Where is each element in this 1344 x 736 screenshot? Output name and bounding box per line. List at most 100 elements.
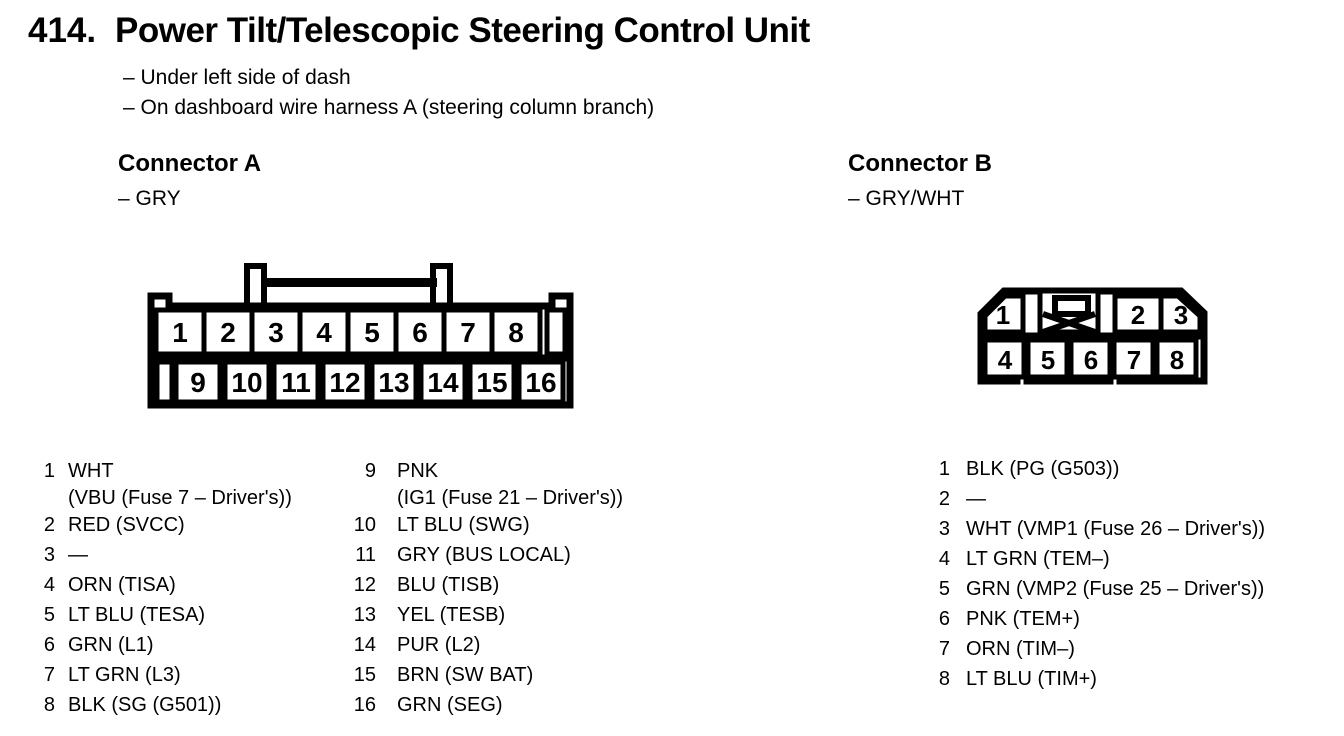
- pin-number: 13: [353, 604, 376, 626]
- svg-text:7: 7: [460, 317, 476, 348]
- pin-row: 2 RED (SVCC): [26, 510, 292, 540]
- pin-number: 4: [43, 574, 55, 596]
- svg-text:5: 5: [1041, 345, 1055, 375]
- pin-desc: GRN (L1): [68, 634, 154, 656]
- pin-number: 7: [938, 638, 950, 660]
- connector-b-heading: Connector B: [848, 150, 992, 177]
- pin-row: 6 GRN (L1): [26, 630, 292, 660]
- pin-desc: —: [966, 488, 986, 510]
- pin-row: 5 LT BLU (TESA): [26, 600, 292, 630]
- pin-desc: WHT (VMP1 (Fuse 26 – Driver's)): [966, 518, 1266, 540]
- pin-number: 8: [43, 694, 55, 716]
- pin-number: 4: [938, 548, 950, 570]
- svg-text:15: 15: [476, 367, 507, 398]
- svg-text:10: 10: [231, 367, 262, 398]
- pin-number: 5: [938, 578, 950, 600]
- pin-row: 13 YEL (TESB): [352, 600, 623, 630]
- pin-cells-bottom: [982, 337, 1199, 380]
- pin-desc: LT BLU (TESA): [68, 604, 206, 626]
- connector-a-diagram: 1 2 3 4 5 6 7 8 9 10 11 12 13 14 15 16: [147, 263, 574, 409]
- pin-numbers: 1 2 3 4 5 6 7 8: [996, 300, 1188, 375]
- svg-text:14: 14: [427, 367, 459, 398]
- connector-a-heading: Connector A: [118, 150, 262, 177]
- svg-text:5: 5: [364, 317, 380, 348]
- location-note: – On dashboard wire harness A (steering …: [123, 96, 655, 119]
- svg-text:13: 13: [378, 367, 409, 398]
- svg-text:11: 11: [281, 367, 311, 398]
- connector-b-pin-list: 1 BLK (PG (G503)) 2 — 3 WHT (VMP1 (Fuse …: [922, 454, 1265, 694]
- blank-slot: [154, 359, 175, 405]
- svg-text:8: 8: [508, 317, 524, 348]
- pin-row: 3 —: [26, 540, 292, 570]
- pin-row: 9 PNK (IG1 (Fuse 21 – Driver's)): [352, 456, 623, 510]
- connector-a-color-note: – GRY: [118, 187, 181, 210]
- pin-number: 6: [938, 608, 950, 630]
- pin-cells-bottom: [154, 359, 566, 405]
- svg-text:6: 6: [1084, 345, 1098, 375]
- location-notes: – Under left side of dash – On dashboard…: [123, 63, 654, 123]
- pin-row: 5 GRN (VMP2 (Fuse 25 – Driver's)): [922, 574, 1265, 604]
- pin-desc: RED (SVCC): [68, 514, 185, 536]
- pin-row: 1 BLK (PG (G503)): [922, 454, 1265, 484]
- pin-desc: BLK (SG (G501)): [68, 694, 222, 716]
- pin-number: 3: [938, 518, 950, 540]
- pin-desc: BRN (SW BAT): [397, 664, 534, 686]
- pin-desc: ORN (TISA): [68, 574, 176, 596]
- pin-desc: GRY (BUS LOCAL): [397, 544, 571, 566]
- pin-desc: PNK (TEM+): [966, 608, 1080, 630]
- pin-row: 16 GRN (SEG): [352, 690, 623, 720]
- pin-number: 11: [355, 544, 376, 566]
- pin-row: 1 WHT (VBU (Fuse 7 – Driver's)): [26, 456, 292, 510]
- pin-desc: WHT (VBU (Fuse 7 – Driver's)): [68, 460, 292, 509]
- svg-text:12: 12: [329, 367, 360, 398]
- pin-desc: GRN (VMP2 (Fuse 25 – Driver's)): [966, 578, 1265, 600]
- pin-desc: ORN (TIM–): [966, 638, 1075, 660]
- svg-text:8: 8: [1170, 345, 1184, 375]
- pin-row: 8 BLK (SG (G501)): [26, 690, 292, 720]
- pin-row: 2 —: [922, 484, 1265, 514]
- pin-number: 15: [353, 664, 376, 686]
- pin-number: 3: [43, 544, 55, 566]
- pin-row: 7 LT GRN (L3): [26, 660, 292, 690]
- pin-number: 10: [353, 514, 376, 536]
- pin-number: 14: [353, 634, 376, 656]
- pin-desc: BLK (PG (G503)): [966, 458, 1120, 480]
- pin-desc: YEL (TESB): [397, 604, 506, 626]
- location-note: – Under left side of dash: [123, 66, 351, 89]
- pin-desc: LT GRN (TEM–): [966, 548, 1110, 570]
- svg-text:3: 3: [268, 317, 284, 348]
- pin-numbers: 1 2 3 4 5 6 7 8 9 10 11 12 13 14 15 16: [172, 317, 556, 398]
- connector-b-diagram: 1 2 3 4 5 6 7 8: [977, 287, 1208, 385]
- blank-slot: [544, 307, 568, 357]
- pin-row: 11 GRY (BUS LOCAL): [352, 540, 623, 570]
- pin-number: 16: [353, 694, 376, 716]
- latch-bridge-icon: [244, 263, 453, 311]
- svg-text:2: 2: [1131, 300, 1145, 330]
- pin-row: 12 BLU (TISB): [352, 570, 623, 600]
- svg-text:16: 16: [525, 367, 556, 398]
- pin-row: 8 LT BLU (TIM+): [922, 664, 1265, 694]
- pin-row: 3 WHT (VMP1 (Fuse 26 – Driver's)): [922, 514, 1265, 544]
- connector-a-pin-list-left: 1 WHT (VBU (Fuse 7 – Driver's)) 2 RED (S…: [26, 456, 292, 720]
- pin-number: 2: [938, 488, 950, 510]
- svg-text:6: 6: [412, 317, 428, 348]
- connector-a-pin-list-right: 9 PNK (IG1 (Fuse 21 – Driver's)) 10 LT B…: [352, 456, 623, 720]
- page-title: Power Tilt/Telescopic Steering Control U…: [115, 11, 810, 50]
- pin-number: 9: [364, 460, 376, 482]
- pin-cell: [1112, 293, 1203, 335]
- pin-number: 1: [43, 460, 55, 482]
- pin-number: 1: [938, 458, 950, 480]
- section-number: 414.: [28, 11, 97, 50]
- svg-text:2: 2: [220, 317, 236, 348]
- pin-desc: LT BLU (TIM+): [966, 668, 1097, 690]
- pin-row: 7 ORN (TIM–): [922, 634, 1265, 664]
- svg-text:4: 4: [316, 317, 332, 348]
- svg-text:4: 4: [998, 345, 1013, 375]
- pin-cells-top: [153, 307, 568, 357]
- pin-row: 10 LT BLU (SWG): [352, 510, 623, 540]
- pin-desc: —: [68, 544, 88, 566]
- pin-number: 5: [43, 604, 55, 626]
- pin-row: 6 PNK (TEM+): [922, 604, 1265, 634]
- pin-row: 14 PUR (L2): [352, 630, 623, 660]
